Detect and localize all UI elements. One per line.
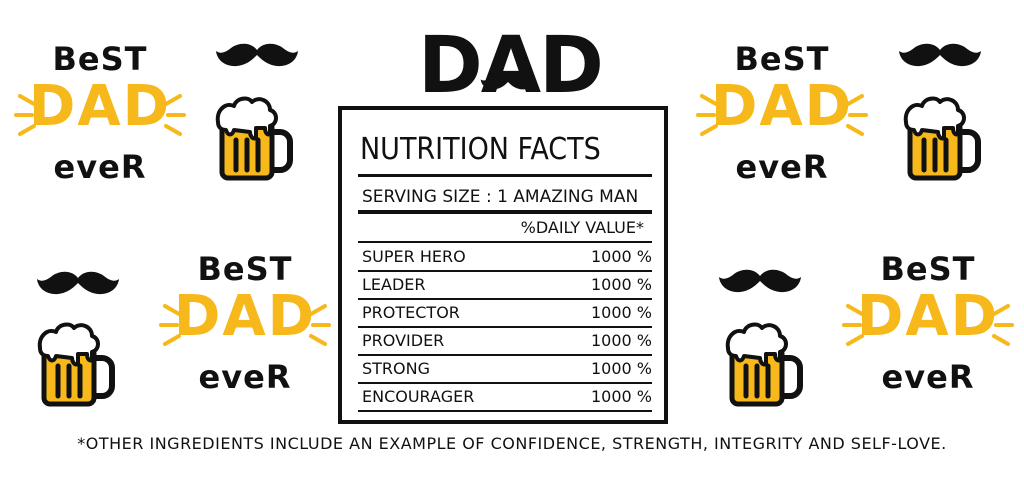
- beer-mug-icon: [34, 318, 116, 408]
- row-value: 1000 %: [590, 387, 652, 406]
- footnote: *OTHER INGREDIENTS INCLUDE AN EXAMPLE OF…: [77, 434, 947, 453]
- badge-dad-text: DAD: [856, 284, 1000, 349]
- beer-mug-icon: [722, 318, 804, 408]
- row-value: 1000 %: [590, 275, 652, 294]
- row-value: 1000 %: [590, 303, 652, 322]
- row-divider: [358, 298, 652, 300]
- row-value: 1000 %: [590, 247, 652, 266]
- row-name: LEADER: [362, 275, 426, 294]
- row-name: ENCOURAGER: [362, 387, 475, 406]
- table-row: SUPER HERO 1000 %: [358, 244, 652, 272]
- label-divider: [358, 210, 652, 214]
- badge-ever-text: eveR: [735, 148, 829, 186]
- dad-title: DAD: [418, 20, 604, 112]
- best-dad-ever-badge: BeST DAD eveR: [692, 40, 872, 190]
- badge-best-text: BeST: [734, 40, 830, 78]
- table-row: STRONG 1000 %: [358, 356, 652, 384]
- table-row: PROVIDER 1000 %: [358, 328, 652, 356]
- badge-best-text: BeST: [880, 250, 976, 288]
- table-row: ENCOURAGER 1000 %: [358, 384, 652, 412]
- dad-title-text: DAD: [418, 21, 604, 111]
- row-divider: [358, 382, 652, 384]
- label-title: NUTRITION FACTS: [360, 132, 601, 167]
- best-dad-ever-badge: BeST DAD eveR: [838, 250, 1018, 400]
- mustache-icon: [36, 268, 120, 298]
- daily-value-header: %DAILY VALUE*: [520, 218, 644, 237]
- row-value: 1000 %: [590, 359, 652, 378]
- beer-mug-icon: [900, 92, 982, 182]
- serving-size: SERVING SIZE : 1 AMAZING MAN: [362, 187, 639, 207]
- badge-dad-text: DAD: [710, 74, 854, 139]
- row-divider: [358, 270, 652, 272]
- row-divider: [358, 410, 652, 412]
- row-value: 1000 %: [590, 331, 652, 350]
- row-divider: [358, 354, 652, 356]
- beer-mug-icon: [212, 92, 294, 182]
- label-divider: [358, 241, 652, 243]
- badge-dad-text: DAD: [28, 74, 172, 139]
- row-name: PROTECTOR: [362, 303, 460, 322]
- mustache-icon: [898, 40, 982, 70]
- badge-best-text: BeST: [197, 250, 293, 288]
- label-divider: [358, 174, 652, 177]
- table-row: LEADER 1000 %: [358, 272, 652, 300]
- table-row: PROTECTOR 1000 %: [358, 300, 652, 328]
- row-name: PROVIDER: [362, 331, 445, 350]
- mustache-icon: [718, 266, 802, 296]
- badge-ever-text: eveR: [881, 358, 975, 396]
- badge-best-text: BeST: [52, 40, 148, 78]
- row-name: SUPER HERO: [362, 247, 466, 266]
- mustache-icon: [480, 72, 536, 92]
- best-dad-ever-badge: BeST DAD eveR: [10, 40, 190, 190]
- nutrition-facts-label: NUTRITION FACTS SERVING SIZE : 1 AMAZING…: [338, 106, 668, 424]
- badge-ever-text: eveR: [198, 358, 292, 396]
- row-name: STRONG: [362, 359, 431, 378]
- badge-dad-text: DAD: [173, 284, 317, 349]
- mustache-icon: [215, 40, 299, 70]
- best-dad-ever-badge: BeST DAD eveR: [155, 250, 335, 400]
- badge-ever-text: eveR: [53, 148, 147, 186]
- row-divider: [358, 326, 652, 328]
